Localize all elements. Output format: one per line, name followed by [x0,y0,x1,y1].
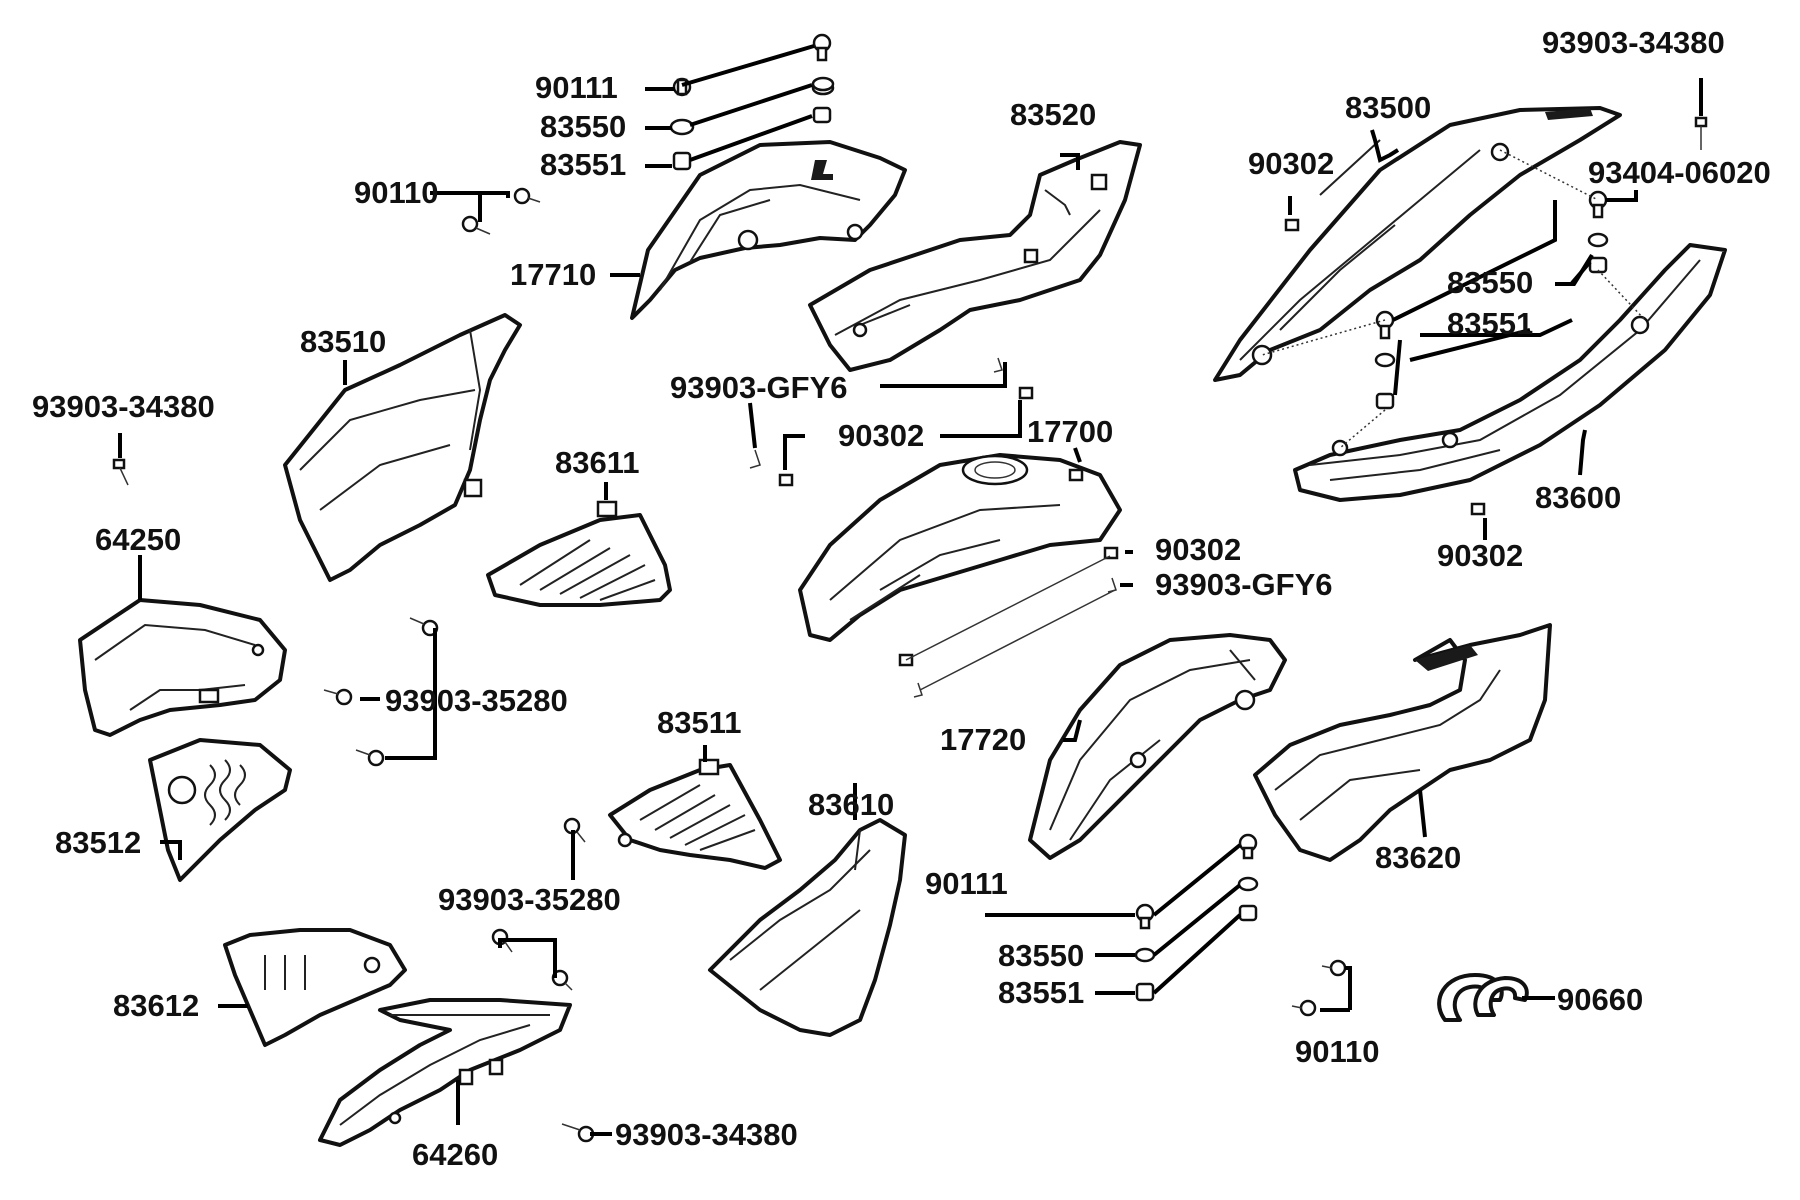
label-93903-34380-bottom: 93903-34380 [615,1117,798,1152]
label-83550-bottom: 83550 [998,938,1084,973]
label-83551-top: 83551 [540,147,626,182]
screw-icon [1321,959,1347,977]
label-90660: 90660 [1557,982,1643,1017]
label-90111-bottom: 90111 [925,866,1008,901]
label-83612: 83612 [113,988,199,1023]
label-64250: 64250 [95,522,181,557]
nut-icon [1375,392,1395,410]
label-93903-35280-bottom: 93903-35280 [438,882,621,917]
label-83510: 83510 [300,324,386,359]
label-83551-right: 83551 [1447,306,1533,341]
washer-icon [1237,876,1259,892]
part-83510 [283,313,522,582]
screw-icon [1135,903,1155,930]
label-90110-top: 90110 [354,175,439,210]
leader-lines [118,44,1703,1136]
label-93903-35280-left: 93903-35280 [385,683,568,718]
part-83620 [1253,623,1552,862]
label-90302-mid: 90302 [838,418,924,453]
part-labels: 90111 83550 83551 90110 17710 83520 8350… [32,25,1771,1172]
part-83612 [223,928,407,1047]
label-93903-gfy6-top: 93903-GFY6 [670,370,848,405]
screw-icon [1694,116,1708,150]
screw-icon [1291,999,1317,1017]
label-90302-right: 90302 [1437,538,1523,573]
clip-icon [1103,546,1119,560]
part-17720 [1028,633,1287,860]
label-83520: 83520 [1010,97,1096,132]
washer-icon [1374,352,1396,368]
label-83500: 83500 [1345,90,1431,125]
label-83551-bottom: 83551 [998,975,1084,1010]
screw-icon [112,458,129,486]
part-83610 [708,818,907,1037]
part-64260 [318,998,572,1147]
label-93903-34380-left: 93903-34380 [32,389,215,424]
hardware [112,33,1708,1143]
label-90302-midright: 90302 [1155,532,1241,567]
screw-icon [355,749,385,767]
washer-icon [1134,947,1156,963]
label-93404-06020: 93404-06020 [1588,155,1771,190]
clip-icon [993,357,1003,373]
part-90660 [1437,973,1529,1022]
clip-icon [778,473,794,487]
part-83611 [486,500,672,607]
label-93903-34380-topright: 93903-34380 [1542,25,1725,60]
label-17700: 17700 [1027,414,1113,449]
label-83550-right: 83550 [1447,265,1533,300]
label-83620: 83620 [1375,840,1461,875]
nut-icon [812,106,832,124]
clip-icon [1470,502,1486,516]
washer-icon [811,76,835,96]
screw-icon [513,187,541,205]
clip-icon [749,449,761,469]
part-83511 [608,758,782,870]
screw-icon [461,215,491,235]
screw-icon [409,617,439,637]
clip-icon [1018,386,1034,400]
washer-icon [669,118,695,136]
part-64250 [78,598,287,737]
part-83500 [1213,106,1622,382]
part-83520 [808,140,1142,372]
screw-icon [1588,190,1608,219]
part-83600 [1293,243,1727,502]
screw-icon [323,688,353,706]
screw-icon [1238,833,1258,860]
part-83512 [148,738,292,882]
label-90302-topright: 90302 [1248,146,1334,181]
label-83550-top: 83550 [540,109,626,144]
screw-icon [561,1123,595,1143]
label-83610: 83610 [808,787,894,822]
part-17700 [798,453,1122,642]
label-64260: 64260 [412,1137,498,1172]
clip-icon [1284,218,1300,232]
label-17720: 17720 [940,722,1026,757]
nut-icon [1238,904,1258,922]
label-83512: 83512 [55,825,141,860]
part-17710 [630,140,907,320]
label-83600: 83600 [1535,480,1621,515]
label-83511: 83511 [657,705,742,740]
label-83611: 83611 [555,445,640,480]
label-90111-top: 90111 [535,70,618,105]
clip-icon [913,682,923,698]
nut-icon [672,151,692,171]
clip-icon [1107,577,1117,593]
label-90110-bottom: 90110 [1295,1034,1380,1069]
nut-icon [1135,982,1155,1002]
nut-icon [1588,256,1608,274]
label-17710: 17710 [510,257,596,292]
screw-icon [1375,310,1395,340]
screw-icon [812,33,832,62]
washer-icon [1587,232,1609,248]
label-93903-gfy6-mid: 93903-GFY6 [1155,567,1333,602]
